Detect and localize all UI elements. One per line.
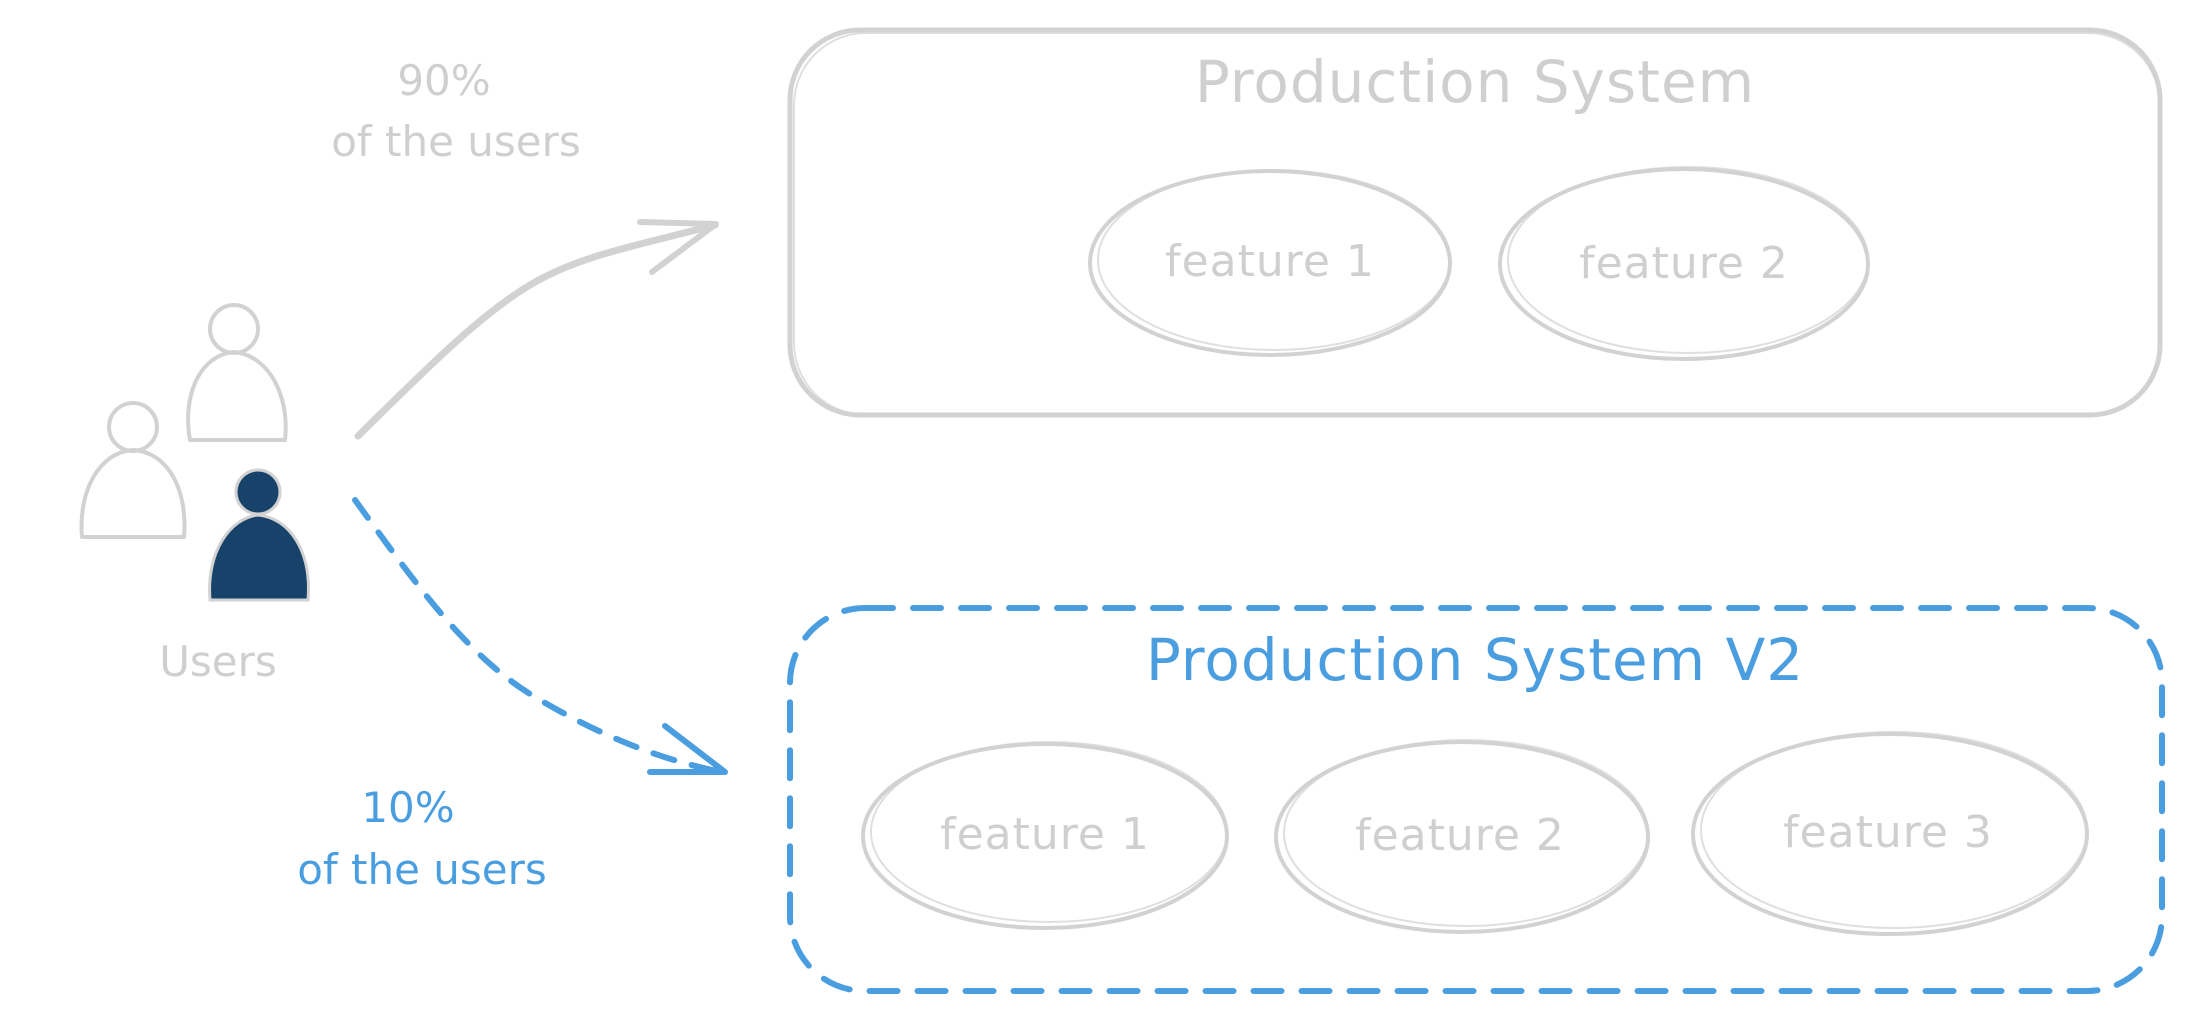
production-feature-2: feature 2 — [1498, 166, 1870, 361]
split-bottom-caption: of the users — [297, 845, 547, 894]
production-v2-feature-2: feature 2 — [1274, 739, 1650, 934]
split-bottom-labels: 10% of the users — [297, 783, 547, 894]
production-v2-feature-3-label: feature 3 — [1783, 807, 1993, 858]
production-feature-1-label: feature 1 — [1165, 236, 1375, 287]
split-top-percent: 90% — [397, 56, 490, 105]
user-icon-back — [186, 303, 288, 442]
production-feature-1: feature 1 — [1088, 169, 1452, 357]
arrow-to-production — [354, 219, 719, 440]
split-bottom-percent: 10% — [361, 783, 454, 832]
users-label: Users — [159, 637, 277, 686]
production-v2-feature-1-label: feature 1 — [940, 809, 1150, 860]
user-icon-left — [79, 401, 187, 539]
split-top-labels: 90% of the users — [331, 56, 581, 166]
production-v2-feature-2-label: feature 2 — [1355, 810, 1565, 861]
user-icon-highlighted — [208, 468, 310, 602]
split-top-caption: of the users — [331, 117, 581, 166]
arrow-to-production-v2 — [352, 497, 728, 775]
production-feature-2-label: feature 2 — [1579, 238, 1789, 289]
production-v2-feature-3: feature 3 — [1691, 731, 2089, 936]
production-system-v2-box: Production System V2 feature 1 feature 2… — [787, 605, 2165, 994]
production-system-box: Production System feature 1 feature 2 — [787, 27, 2163, 418]
production-system-v2-title: Production System V2 — [1146, 626, 1804, 694]
production-system-title: Production System — [1195, 48, 1755, 116]
production-v2-feature-1: feature 1 — [861, 741, 1229, 930]
users-group: Users — [79, 303, 310, 686]
